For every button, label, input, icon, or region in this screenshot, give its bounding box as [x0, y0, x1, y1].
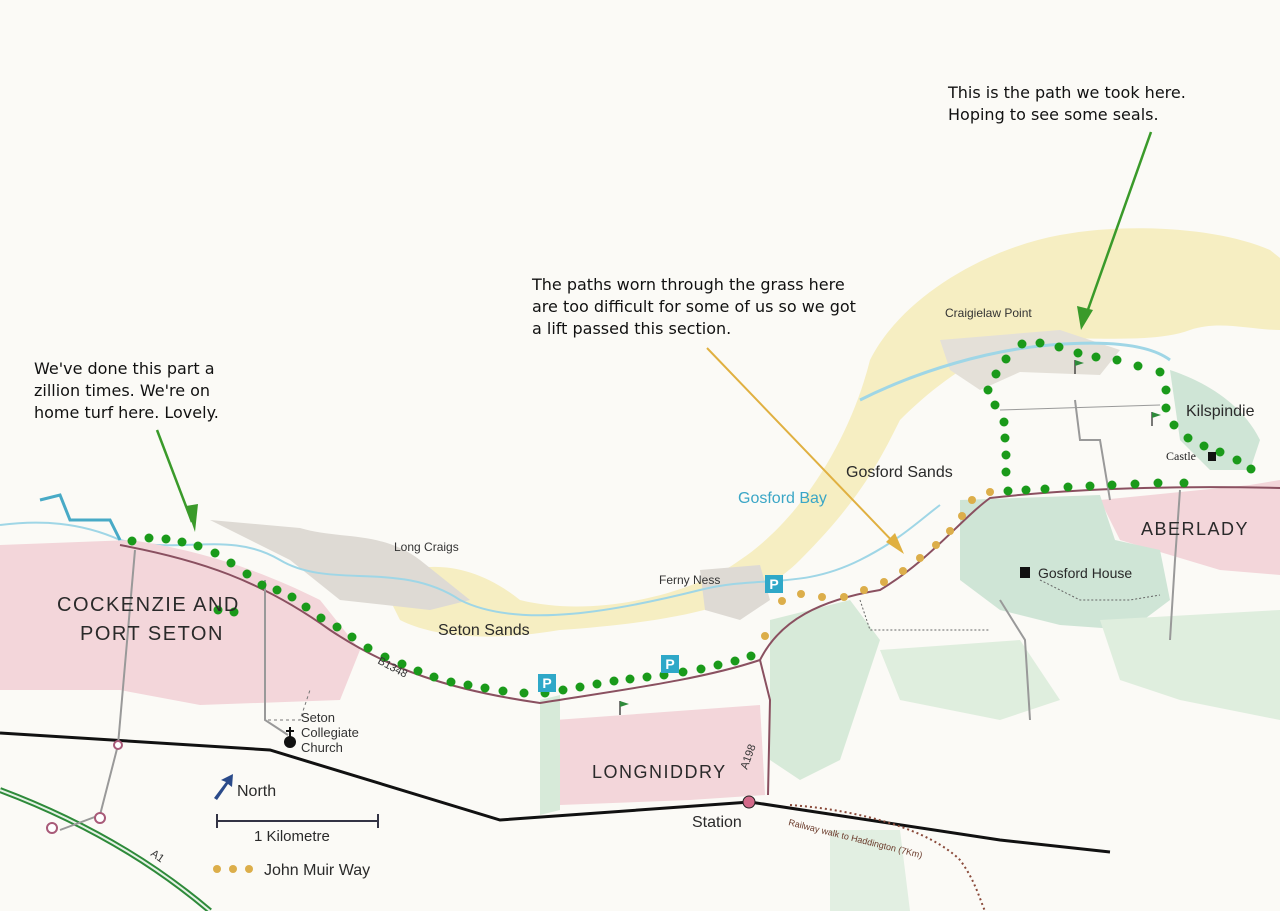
route-skipped: [761, 488, 994, 640]
cockenzie-label: COCKENZIE AND: [57, 594, 240, 616]
svg-text:P: P: [665, 656, 674, 672]
a1-road-center: [0, 789, 211, 911]
parking-icon: P: [661, 655, 679, 673]
annotation-right: This is the path we took here. Hoping to…: [948, 83, 1186, 124]
scale-label: 1 Kilometre: [254, 828, 330, 845]
woods-strip-5: [830, 830, 910, 911]
woods-strip-2: [540, 695, 560, 815]
minor-road-2: [264, 580, 289, 736]
gosford-sands-area: [380, 228, 1280, 637]
parking-icon: P: [765, 575, 783, 593]
minor-road-4: [999, 599, 1031, 721]
field-boundary-2: [1039, 579, 1161, 601]
arrow-left-annotation: [155, 429, 198, 532]
arrow-middle-annotation: [706, 347, 904, 554]
a198-road: [759, 659, 772, 796]
route-walked-west: [127, 533, 756, 698]
minor-road-7: [1169, 489, 1181, 641]
minor-road-3: [268, 689, 311, 721]
seton-church-label-2: Collegiate: [301, 725, 359, 740]
craigielaw-point-label: Craigielaw Point: [945, 306, 1032, 320]
golf-flag-icon: [1074, 360, 1084, 374]
castle-icon: [1208, 452, 1216, 461]
gosford-house-label: Gosford House: [1038, 565, 1132, 581]
svg-text:P: P: [769, 576, 778, 592]
long-craigs-rocks: [210, 520, 470, 610]
gosford-sands-label: Gosford Sands: [846, 464, 953, 481]
station-icon: [742, 795, 756, 809]
b1348-road: [119, 486, 1280, 705]
roundabout-a1-2: [46, 822, 58, 834]
church-icon: [284, 727, 296, 748]
woods-strip-1: [770, 600, 880, 780]
woods-strip-3: [880, 640, 1060, 720]
aberlady-urban: [1100, 480, 1280, 575]
gosford-woods: [960, 495, 1170, 630]
long-craigs-label: Long Craigs: [394, 540, 459, 554]
harbour: [39, 493, 122, 541]
golf-flag-icon: [619, 701, 629, 715]
north-label: North: [237, 783, 276, 800]
seton-church-label-3: Church: [301, 740, 343, 755]
railway-line: [0, 731, 1111, 854]
seton-sands-label: Seton Sands: [438, 622, 530, 639]
minor-road-6: [999, 404, 1161, 411]
station-label: Station: [692, 814, 742, 831]
castle-label: Castle: [1166, 449, 1196, 463]
gosford-bay-label: Gosford Bay: [738, 490, 827, 507]
port-seton-label: PORT SETON: [80, 623, 224, 645]
woods-strip-4: [1100, 610, 1280, 720]
kilspindie-label: Kilspindie: [1186, 403, 1255, 420]
svg-text:P: P: [542, 675, 551, 691]
ferny-ness-rocks: [700, 565, 770, 620]
gosford-house-icon: [1020, 567, 1030, 578]
aberlady-label: ABERLADY: [1141, 519, 1249, 539]
cockenzie-urban: [0, 540, 360, 705]
kilspindie-woods: [1170, 370, 1260, 470]
route-legend-label: John Muir Way: [264, 862, 370, 879]
roundabout-junction: [113, 740, 123, 750]
longniddry-label: LONGNIDDRY: [592, 762, 727, 782]
water-channel: [859, 341, 1171, 402]
legend: North 1 Kilometre John Muir Way: [213, 774, 379, 879]
annotation-left: We've done this part a zillion times. We…: [34, 359, 219, 422]
minor-road-5: [1074, 399, 1111, 501]
north-arrow-icon: [214, 774, 233, 800]
longniddry-urban: [555, 705, 765, 805]
route-walked-east: [983, 338, 1256, 496]
arrow-right-annotation: [1077, 131, 1153, 330]
minor-road-1: [59, 549, 136, 831]
craigielaw-rocks: [940, 330, 1120, 390]
ferny-ness-label: Ferny Ness: [659, 573, 720, 587]
parking-icon: P: [538, 674, 556, 692]
seton-church-label-1: Seton: [301, 710, 335, 725]
annotation-middle: The paths worn through the grass here ar…: [532, 275, 856, 338]
golf-flag-icon: [1151, 412, 1161, 426]
roundabout-a1-1: [94, 812, 106, 824]
